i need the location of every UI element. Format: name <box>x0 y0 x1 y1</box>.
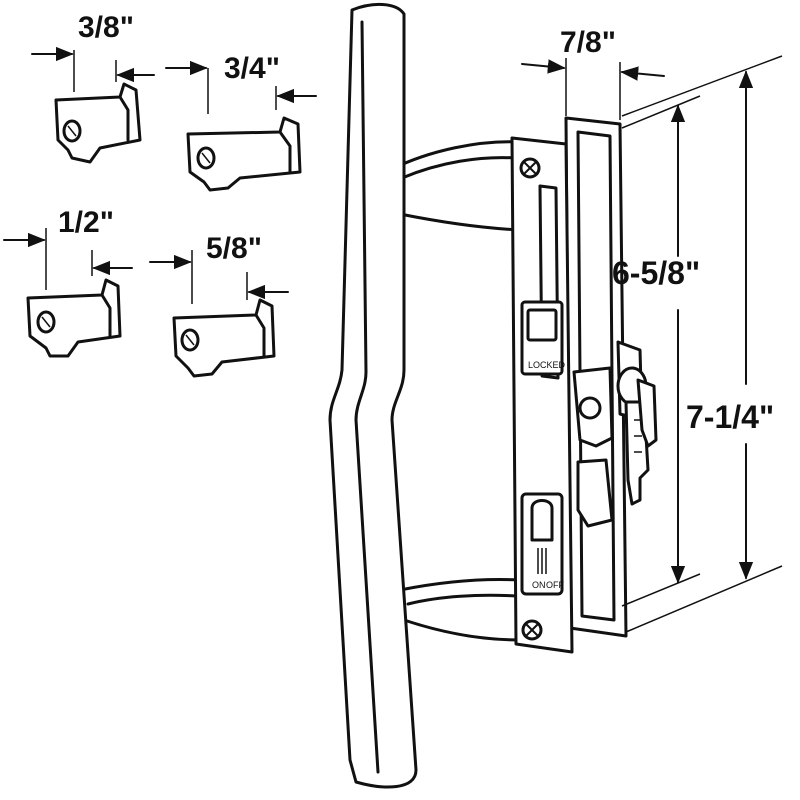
tailpiece-3-8: 3/8" <box>31 11 155 164</box>
outer-height-label: 7-1/4" <box>686 399 774 435</box>
tailpiece-5-8-label: 5/8" <box>206 232 262 265</box>
key-cylinder <box>616 340 658 506</box>
tailpiece-3-8-label: 3/8" <box>78 11 134 44</box>
tailpiece-3-4-label: 3/4" <box>224 52 280 85</box>
on-label: ON <box>532 580 546 590</box>
tailpiece-3-4: 3/4" <box>165 52 317 192</box>
tailpiece-1-2: 1/2" <box>3 206 133 358</box>
tailpiece-5-8: 5/8" <box>149 232 289 378</box>
inner-height-label: 6-5/8" <box>612 255 700 291</box>
width-label: 7/8" <box>560 26 616 59</box>
off-label: OFF <box>546 580 564 590</box>
latch-plate: LOCKED ON OFF <box>510 116 628 654</box>
pull-handle <box>328 3 522 789</box>
locked-label: LOCKED <box>528 360 566 370</box>
tailpiece-1-2-label: 1/2" <box>58 206 114 239</box>
width-dimension: 7/8" <box>521 26 665 120</box>
inner-height-dimension: 6-5/8" <box>612 95 701 607</box>
outer-height-dimension: 7-1/4" <box>621 55 783 633</box>
